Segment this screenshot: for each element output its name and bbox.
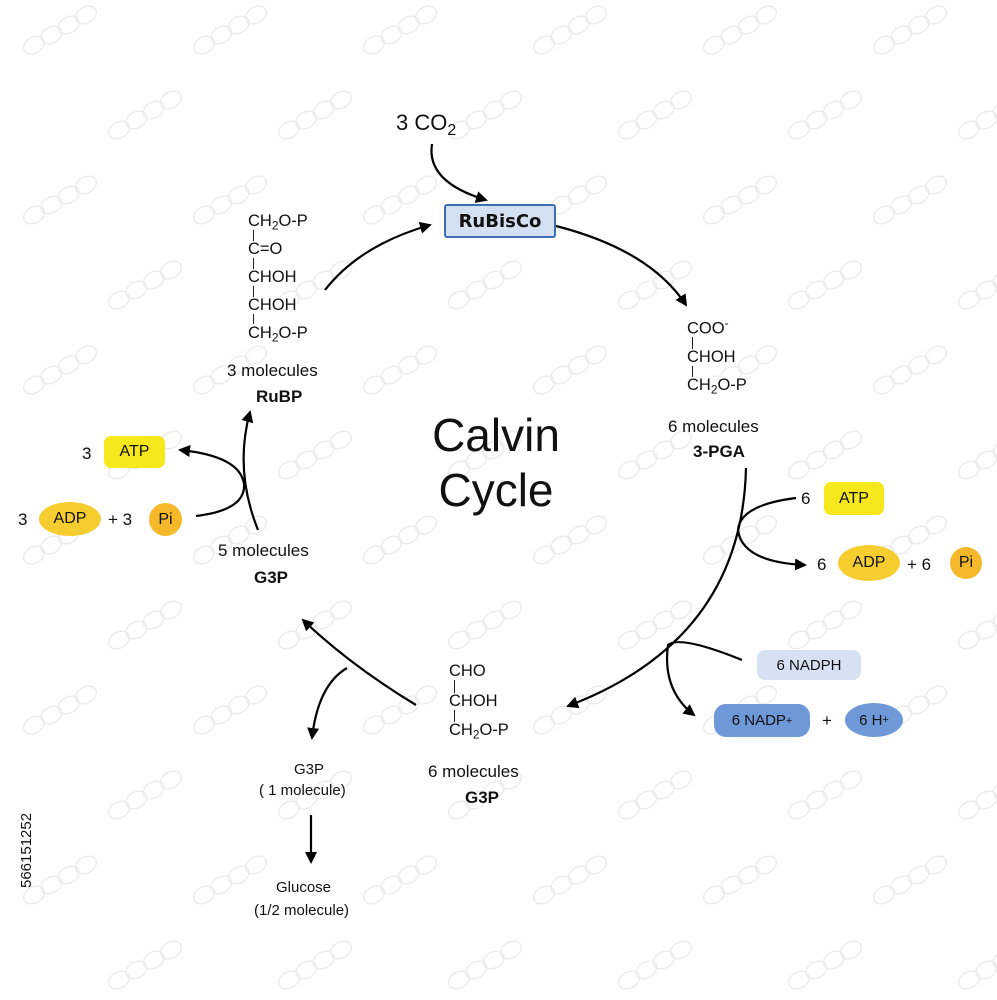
right-adp-coefficient: 6 [817,555,827,574]
arrow-g3p-to-g3p5 [301,618,417,706]
pga-count: 6 molecules [668,417,759,436]
arrow-rubp-to-rubisco [324,221,432,291]
glucose-label: Glucose [276,879,332,896]
left-adp-coefficient: 3 [18,510,28,529]
output-g3p-label: G3P [294,761,325,778]
rubp-count: 3 molecules [227,361,318,380]
left-atp-coefficient: 3 [82,444,92,463]
left-adp-badge: ADP [39,502,101,536]
arrow-co2-to-rubisco [430,143,488,203]
g3p-formula-line-2: CHOH [449,692,498,710]
g3p6-name: G3P [465,788,500,807]
g3p-formula-line-3: CH2O-P [449,721,509,742]
rubp-formula-line-4: CHOH [248,296,297,314]
left-atp-badge: ATP [104,436,165,468]
hplus-badge: 6 H+ [845,703,903,737]
left-pi-coefficient: + 3 [108,510,133,529]
rubp-formula-line-5: CH2O-P [248,324,308,345]
rubisco-enzyme-box: RuBisCo [444,204,556,238]
left-pi-badge: Pi [149,503,182,536]
right-atp-badge: ATP [824,482,884,515]
pga-formula-line-3: CH2O-P [687,376,747,397]
right-adp-badge: ADP [838,545,900,581]
arrow-nadph-to-nadp [666,641,743,717]
glucose-count: (1/2 molecule) [254,902,350,919]
arrow-pga-to-g3p [566,467,748,709]
pga-name: 3-PGA [693,442,745,461]
rubisco-label: RuBisCo [458,210,542,232]
right-pi-badge: Pi [950,547,982,579]
rubp-name: RuBP [256,387,303,406]
nadph-badge: 6 NADPH [757,650,861,680]
nadp-badge: 6 NADP+ [714,704,810,737]
stock-id-label: 566151252 [18,812,35,888]
title-line-1: Calvin [432,409,560,461]
rubp-formula-line-2: C=O [248,240,283,258]
g3p5-name: G3P [254,568,289,587]
arrow-adp-to-atp-left [178,445,246,518]
g3p-formula-line-1: CHO [449,662,486,680]
title-line-2: Cycle [438,464,554,517]
right-pi-coefficient: + 6 [907,555,932,574]
co2-text: 3 CO [396,110,448,135]
rubp-formula-line-1: CH2O-P [248,212,308,233]
rubp-formula-line-3: CHOH [248,268,297,286]
diagram-title: Calvin Cycle [376,408,616,518]
arrow-atp-to-adp-right [736,496,807,571]
arrow-g3p5-to-rubp [241,410,260,531]
arrow-rubisco-to-pga [555,224,688,307]
arrow-to-g3p-output [307,667,348,740]
nadp-plus-sign: + [822,711,832,730]
pga-formula-line-1: COO- [687,316,729,338]
pga-formula-line-2: CHOH [687,348,736,366]
output-g3p-count: ( 1 molecule) [259,782,346,799]
right-atp-coefficient: 6 [801,489,811,508]
g3p6-count: 6 molecules [428,762,519,781]
co2-subscript: 2 [447,121,457,139]
g3p5-count: 5 molecules [218,541,309,560]
co2-input-label: 3 CO2 [396,112,456,139]
